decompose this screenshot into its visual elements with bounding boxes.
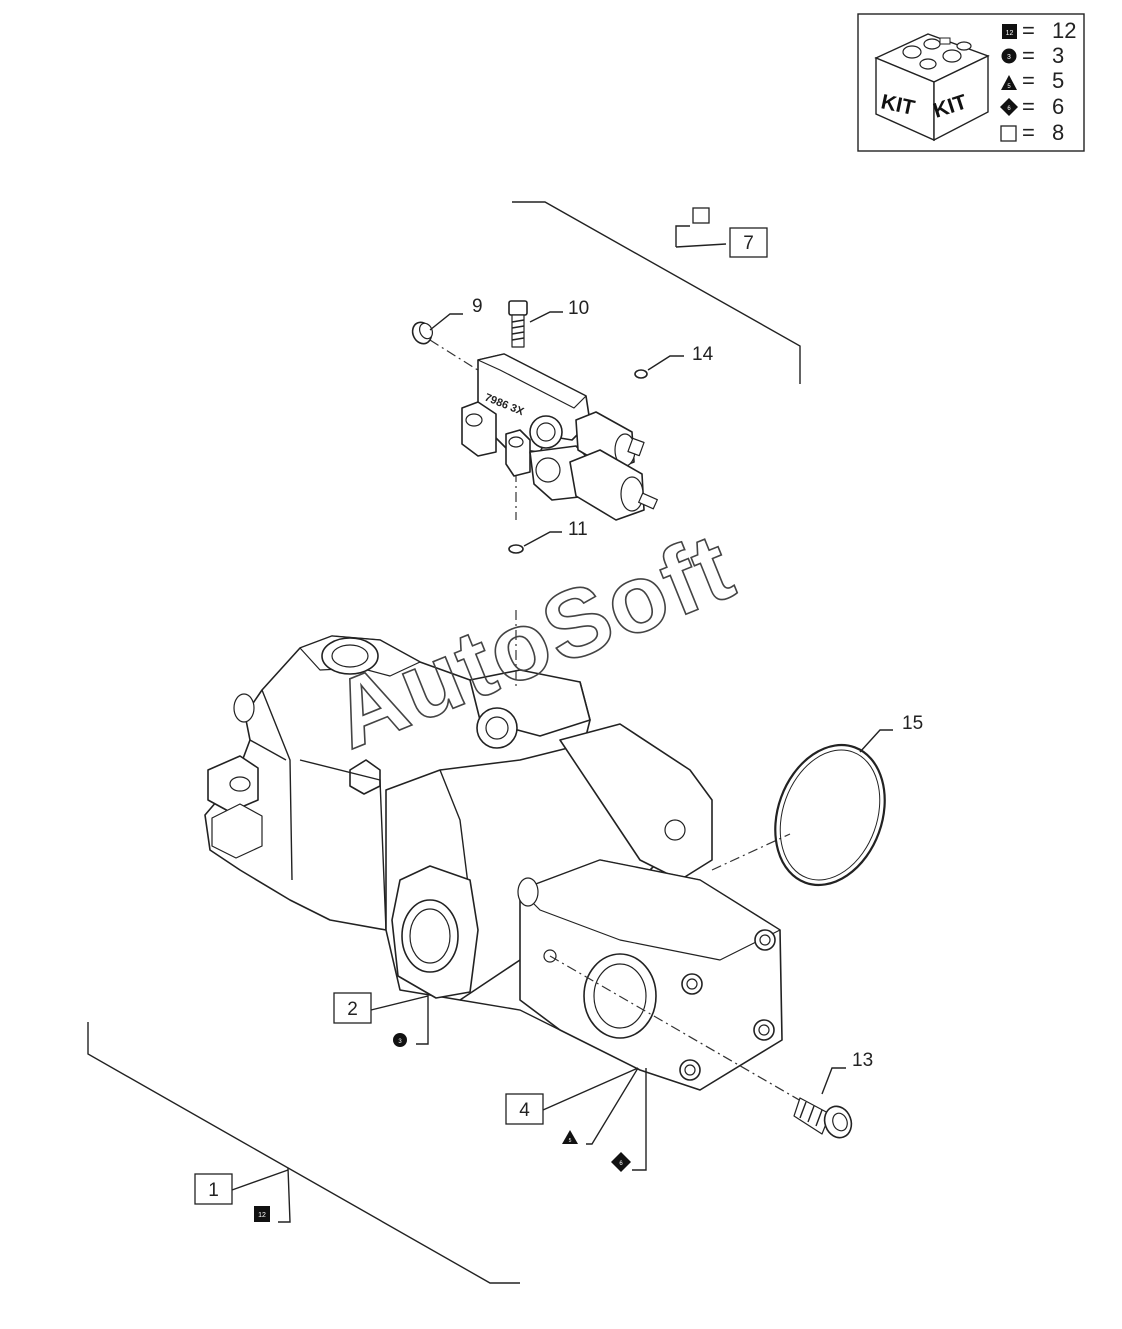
- legend-qty: 3: [1052, 43, 1064, 68]
- triangle-filled-icon: [1001, 75, 1017, 90]
- legend-equals: =: [1022, 120, 1035, 145]
- pump-assembly: [204, 610, 783, 1091]
- kit-mark-6: 6: [619, 1161, 623, 1167]
- callout-4: 4: [519, 1100, 530, 1121]
- callout-2: 2: [347, 999, 358, 1020]
- callout-1: 1: [208, 1180, 219, 1201]
- legend-row-3: 3 = 3: [1001, 43, 1064, 68]
- kit-square-outline-mark: [692, 207, 710, 224]
- kit-legend: KIT KIT 12 = 12 3 = 3 5 = 5 6 = 6: [857, 13, 1085, 152]
- callout-9: 9: [472, 296, 483, 317]
- bracket-item-7: 7: [512, 201, 801, 384]
- legend-equals: =: [1022, 18, 1035, 43]
- kit-box-icon: KIT KIT: [874, 33, 990, 142]
- callout-group-2: 2 3: [333, 992, 429, 1047]
- square-filled-icon: [1002, 24, 1017, 39]
- legend-qty: 8: [1052, 120, 1064, 145]
- valve-block: 7986 3X: [411, 300, 658, 554]
- legend-row-12: 12 = 12: [1002, 18, 1076, 43]
- legend-equals: =: [1022, 43, 1035, 68]
- callout-group-4: 4 5 6: [505, 1067, 647, 1172]
- legend-qty: 5: [1052, 68, 1064, 93]
- screw-13: 13: [793, 1050, 873, 1139]
- legend-symbol-text: 6: [1007, 106, 1011, 112]
- legend-qty: 6: [1052, 94, 1064, 119]
- kit-mark-12: 12: [258, 1212, 266, 1219]
- callout-box-4: [505, 1093, 544, 1125]
- square-filled-icon: [254, 1206, 270, 1222]
- legend-symbol-text: 3: [1007, 54, 1011, 61]
- circle-filled-icon: [393, 1033, 407, 1047]
- callout-11: 11: [568, 519, 588, 540]
- legend-row-6: 6 = 6: [1000, 94, 1064, 119]
- bracket-item-1: 1 12: [87, 1022, 520, 1284]
- kit-mark-5: 5: [569, 1138, 572, 1144]
- oring-15: 15: [774, 713, 923, 887]
- kit-mark-3: 3: [398, 1039, 402, 1045]
- callout-7: 7: [743, 233, 754, 254]
- circle-filled-icon: [1001, 48, 1017, 64]
- plug-9: [411, 321, 434, 345]
- triangle-filled-icon: [562, 1130, 578, 1144]
- square-outline-icon: [1000, 125, 1017, 142]
- legend-symbol-text: 5: [1007, 84, 1011, 90]
- diamond-filled-icon: [1000, 98, 1018, 116]
- legend-equals: =: [1022, 94, 1035, 119]
- callout-box-1: [194, 1173, 233, 1205]
- legend-row-5: 5 = 5: [1001, 68, 1064, 93]
- callout-14: 14: [692, 344, 714, 365]
- oring-14: [634, 369, 648, 379]
- legend-qty: 12: [1052, 18, 1076, 43]
- callout-15: 15: [902, 713, 923, 734]
- callout-box-2: [333, 992, 372, 1024]
- legend-row-8: = 8: [1000, 120, 1064, 145]
- oring-11: [508, 544, 524, 554]
- callout-box-7: [729, 227, 768, 258]
- screw-10: [508, 300, 528, 348]
- callout-13: 13: [852, 1050, 873, 1071]
- legend-equals: =: [1022, 68, 1035, 93]
- callout-10: 10: [568, 298, 589, 319]
- leaders-upper: 9 10 14 11: [429, 296, 714, 547]
- diamond-filled-icon: [611, 1152, 631, 1172]
- legend-symbol-text: 12: [1006, 30, 1014, 37]
